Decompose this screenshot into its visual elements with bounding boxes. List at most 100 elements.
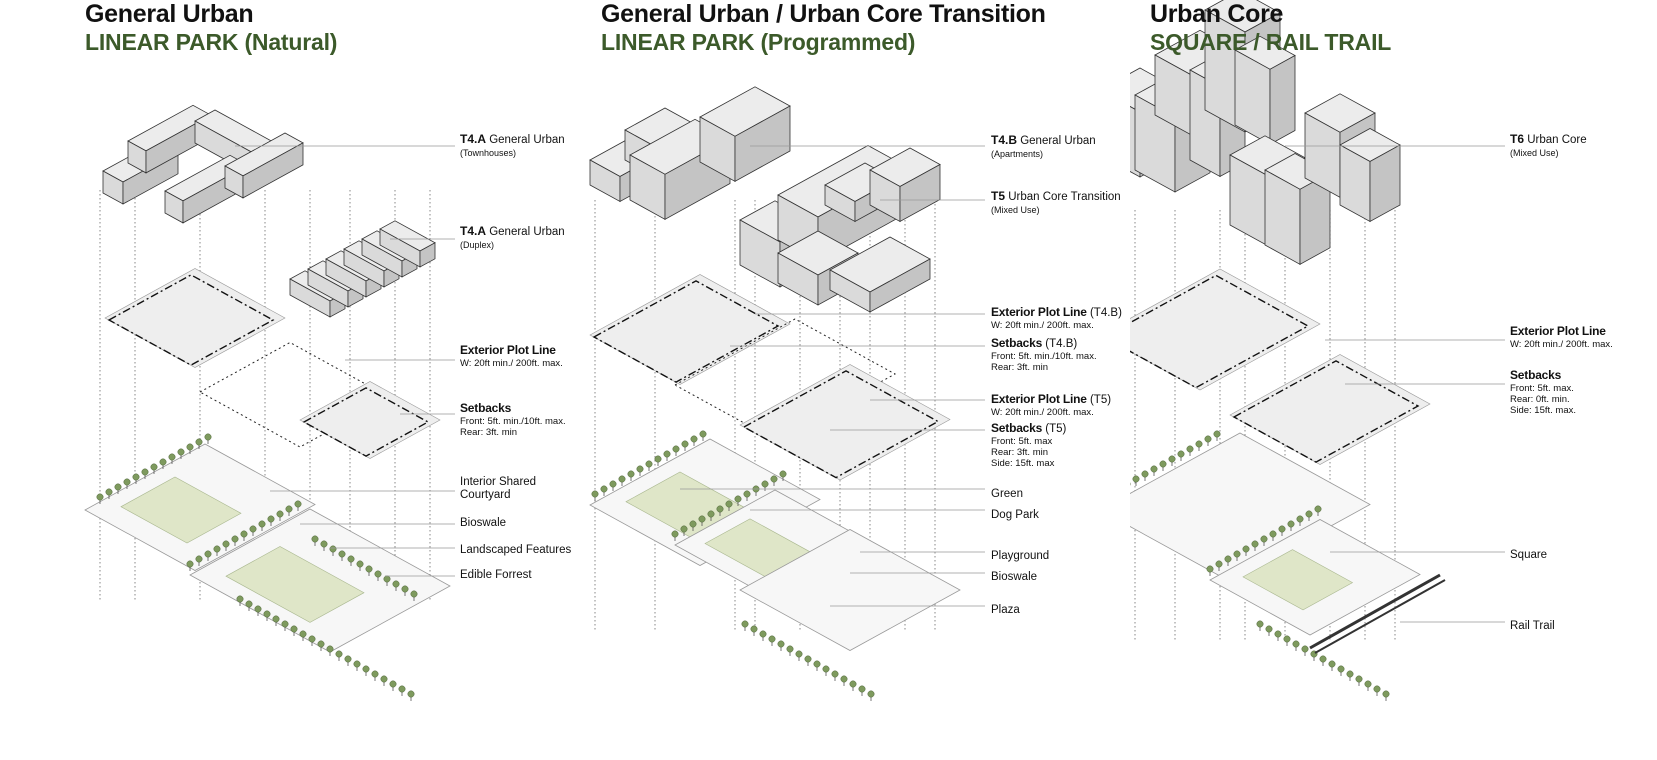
setback-area — [1130, 268, 1321, 391]
panel-title: General Urban — [85, 0, 254, 28]
tree-icon — [159, 458, 167, 466]
tree-icon — [317, 640, 325, 648]
tree-icon — [1159, 460, 1167, 468]
tree-icon — [813, 660, 821, 668]
tree-icon — [699, 430, 707, 438]
panel-transition: General Urban / Urban Core Transition LI… — [580, 0, 1130, 760]
tree-icon — [1314, 505, 1322, 513]
label-text: Courtyard — [460, 489, 511, 502]
zone-code: T4.A — [460, 132, 487, 146]
tree-icon — [1287, 520, 1295, 528]
tree-icon — [290, 625, 298, 633]
tree-icon — [759, 630, 767, 638]
tree-icon — [1132, 475, 1140, 483]
label-t4a-duplex: T4.A General Urban (Duplex) — [460, 222, 565, 251]
tree-icon — [263, 610, 271, 618]
label-playground: Playground — [991, 550, 1050, 562]
tree-icon — [716, 505, 724, 513]
tree-icon — [770, 475, 778, 483]
tree-icon — [689, 520, 697, 528]
tree-icon — [636, 465, 644, 473]
label-heading: Exterior Plot Line — [460, 343, 556, 357]
tree-icon — [267, 515, 275, 523]
isometric-diagram-urban-core — [1130, 0, 1505, 701]
tree-icon — [1150, 465, 1158, 473]
isometric-diagram-transition — [589, 86, 985, 701]
tree-icon — [1177, 450, 1185, 458]
tree-icon — [743, 490, 751, 498]
tree-icon — [1328, 660, 1336, 668]
panel-subtitle: LINEAR PARK (Natural) — [85, 29, 338, 55]
label-plaza: Plaza — [991, 604, 1020, 616]
tree-icon — [1256, 620, 1264, 628]
tree-icon — [1251, 540, 1259, 548]
tree-icon — [1355, 675, 1363, 683]
tree-icon — [1215, 560, 1223, 568]
tree-icon — [645, 460, 653, 468]
label-exterior-plot-line: Exterior Plot Line W: 20ft min./ 200ft. … — [460, 341, 563, 370]
tree-icon — [365, 565, 373, 573]
tree-icon — [734, 495, 742, 503]
tree-icon — [1301, 645, 1309, 653]
tree-icon — [213, 545, 221, 553]
tree-icon — [320, 540, 328, 548]
tree-icon — [777, 640, 785, 648]
tree-icon — [392, 580, 400, 588]
tree-icon — [672, 445, 680, 453]
tree-icon — [272, 615, 280, 623]
park-area — [1242, 549, 1354, 611]
tree-icon — [1204, 435, 1212, 443]
building-right-face — [899, 163, 941, 223]
tree-icon — [663, 450, 671, 458]
tree-icon — [281, 620, 289, 628]
setback-line — [1232, 360, 1420, 463]
label-exterior-plot-line-t5: Exterior Plot Line (T5) W: 20ft min./ 20… — [991, 392, 1112, 419]
tree-icon — [308, 635, 316, 643]
park-area — [225, 546, 365, 623]
tree-icon — [195, 555, 203, 563]
tree-icon — [750, 625, 758, 633]
tree-icon — [245, 600, 253, 608]
tree-icon — [338, 550, 346, 558]
tree-icon — [831, 670, 839, 678]
panel-title: Urban Core — [1150, 0, 1284, 28]
panel-urban-core: Urban Core SQUARE / RAIL TRAIL T6 Urban … — [1130, 0, 1657, 760]
tree-icon — [311, 535, 319, 543]
tree-icon — [741, 620, 749, 628]
tree-icon — [1373, 685, 1381, 693]
label-text: Interior Shared — [460, 476, 537, 488]
tree-icon — [374, 570, 382, 578]
label-t5-transition: T5 Urban Core Transition (Mixed Use) — [991, 189, 1121, 216]
tree-icon — [654, 455, 662, 463]
label-setbacks: Setbacks Front: 5ft. min./10ft. max. Rea… — [460, 399, 566, 439]
tree-icon — [401, 585, 409, 593]
label-bioswale: Bioswale — [460, 517, 507, 529]
panel-subtitle: LINEAR PARK (Programmed) — [601, 29, 916, 55]
tree-icon — [1283, 635, 1291, 643]
setback-line — [592, 280, 780, 383]
tree-icon — [804, 655, 812, 663]
tree-icon — [1382, 690, 1390, 698]
tree-icon — [867, 690, 875, 698]
tree-icon — [240, 530, 248, 538]
zone-name: General Urban — [486, 226, 565, 238]
isometric-diagram-general-urban — [84, 104, 455, 701]
tree-icon — [236, 595, 244, 603]
setback-area — [739, 364, 951, 481]
tree-icon — [258, 520, 266, 528]
label-t6-urban-core: T6 Urban Core (Mixed Use) — [1510, 132, 1587, 159]
tree-icon — [1224, 555, 1232, 563]
setback-line — [1130, 274, 1310, 389]
tree-icon — [1186, 445, 1194, 453]
tree-icon — [698, 515, 706, 523]
zone-type: (Townhouses) — [460, 148, 517, 159]
tree-icon — [600, 485, 608, 493]
tree-icon — [204, 550, 212, 558]
tree-icon — [329, 545, 337, 553]
tree-icon — [380, 675, 388, 683]
label-heading: Setbacks — [460, 401, 512, 415]
tree-icon — [591, 490, 599, 498]
tree-icon — [186, 443, 194, 451]
tree-icon — [1319, 655, 1327, 663]
ground-plane — [1130, 432, 1371, 582]
